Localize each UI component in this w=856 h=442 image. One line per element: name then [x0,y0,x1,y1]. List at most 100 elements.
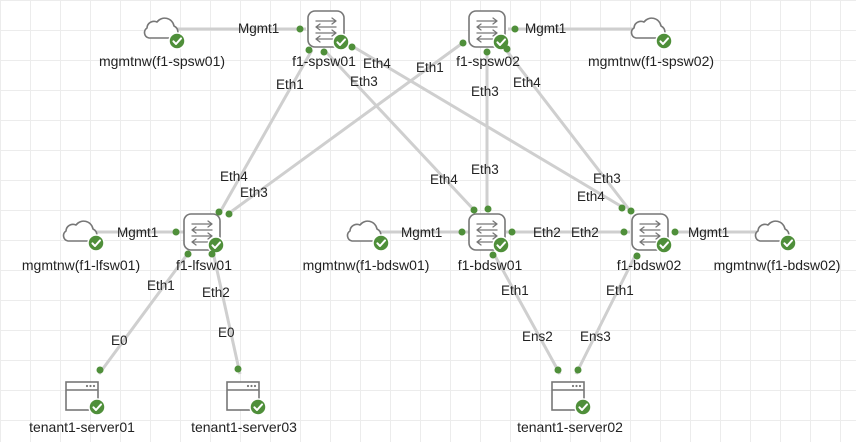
status-ok-icon [88,398,106,416]
port-label: Eth3 [593,171,621,186]
port-dot [574,366,582,374]
port-label: Eth2 [533,225,561,240]
port-dot [225,210,233,218]
node-label: mgmtnw(f1-spsw02) [588,53,714,69]
node-label: mgmtnw(f1-spsw01) [99,53,225,69]
switch-node-f1-bdsw01[interactable] [468,213,510,254]
port-dot [215,208,223,216]
port-label: Eth1 [416,60,444,75]
status-ok-icon [574,398,592,416]
node-labels-layer: f1-spsw01 f1-spsw02 f1-lfsw01 f1-bdsw01 … [22,53,841,435]
port-dot [234,365,242,373]
cloud-node-mgmt-lfsw01[interactable] [62,220,105,252]
port-label: Eth1 [147,278,175,293]
port-label: Mgmt1 [688,225,729,240]
port-label: Mgmt1 [117,225,158,240]
port-label: Eth1 [501,283,529,298]
status-ok-icon [372,234,390,252]
node-label: f1-bdsw01 [458,257,523,273]
port-dots-layer [96,25,679,374]
port-label: E0 [218,325,235,340]
node-label: tenant1-server01 [29,419,135,435]
port-dot [296,25,304,33]
port-dot [508,228,516,236]
port-label: Mgmt1 [401,225,442,240]
node-label: mgmtnw(f1-lfsw01) [22,257,140,273]
status-ok-icon [249,398,267,416]
node-label: f1-bdsw02 [617,257,682,273]
port-dot [483,48,491,56]
switch-node-f1-lfsw01[interactable] [183,213,225,254]
links-layer [93,27,785,375]
switch-node-f1-spsw01[interactable] [307,10,350,51]
port-label: Eth3 [471,84,499,99]
port-label: Eth3 [350,74,378,89]
server-node-tenant1-server02[interactable] [551,381,592,416]
port-label: Mgmt1 [525,21,566,36]
port-dot [184,250,192,258]
port-dot [627,207,635,215]
node-label: f1-lfsw01 [176,257,232,273]
link-spsw01-bdsw01[interactable] [324,50,476,212]
port-label: Eth4 [513,75,541,90]
cloud-node-mgmt-spsw02[interactable] [630,17,673,50]
node-label: f1-spsw01 [292,53,356,69]
port-dot [671,228,679,236]
server-node-tenant1-server01[interactable] [65,381,106,416]
port-labels-layer: Mgmt1 Mgmt1 Mgmt1 Mgmt1 Mgmt1 Eth1 Eth4 … [111,21,729,348]
port-dot [618,204,626,212]
port-label: Ens2 [522,329,553,344]
port-label: Eth4 [577,189,605,204]
port-dot [511,25,519,33]
status-ok-icon [168,32,186,50]
link-spsw01-lfsw01[interactable] [217,49,314,215]
port-dot [484,205,492,213]
port-label: Eth1 [606,283,634,298]
node-label: mgmtnw(f1-bdsw01) [303,257,430,273]
port-dot [459,39,467,47]
port-label: Eth2 [202,285,230,300]
node-label: tenant1-server03 [191,419,297,435]
port-dot [305,46,313,54]
link-bdsw02-server02[interactable] [574,253,638,375]
port-label: Eth4 [363,56,391,71]
port-label: Eth3 [471,162,499,177]
port-dot [458,228,466,236]
cloud-node-mgmt-bdsw02[interactable] [754,220,797,252]
port-label: Eth1 [276,77,304,92]
link-lfsw01-server01[interactable] [97,251,191,375]
port-label: Eth2 [571,225,599,240]
cloud-node-mgmt-spsw01[interactable] [143,17,186,50]
port-dot [348,43,356,51]
port-dot [620,228,628,236]
node-label: f1-spsw02 [456,53,520,69]
port-label: E0 [111,333,128,348]
cloud-node-mgmt-bdsw01[interactable] [346,220,390,252]
server-node-tenant1-server03[interactable] [226,381,267,416]
status-ok-icon [87,234,105,252]
port-dot [172,228,180,236]
switch-node-f1-spsw02[interactable] [468,10,510,51]
status-ok-icon [655,32,673,50]
status-ok-icon [655,236,673,254]
link-lfsw01-server03[interactable] [211,251,242,375]
status-ok-icon [332,33,350,51]
link-bdsw01-server02[interactable] [492,253,562,375]
status-ok-icon [492,236,510,254]
port-dot [633,252,641,260]
port-label: Eth4 [430,172,458,187]
node-label: tenant1-server02 [517,419,623,435]
port-dot [470,206,478,214]
switch-node-f1-bdsw02[interactable] [631,213,673,254]
node-label: mgmtnw(f1-bdsw02) [714,257,841,273]
link-spsw02-lfsw01[interactable] [227,40,465,216]
port-label: Eth4 [220,169,248,184]
port-label: Ens3 [580,329,611,344]
port-dot [489,251,497,259]
port-dot [208,250,216,258]
port-dot [320,48,328,56]
port-label: Mgmt1 [238,21,279,36]
link-spsw02-bdsw02[interactable] [504,49,633,213]
port-dot [96,366,104,374]
